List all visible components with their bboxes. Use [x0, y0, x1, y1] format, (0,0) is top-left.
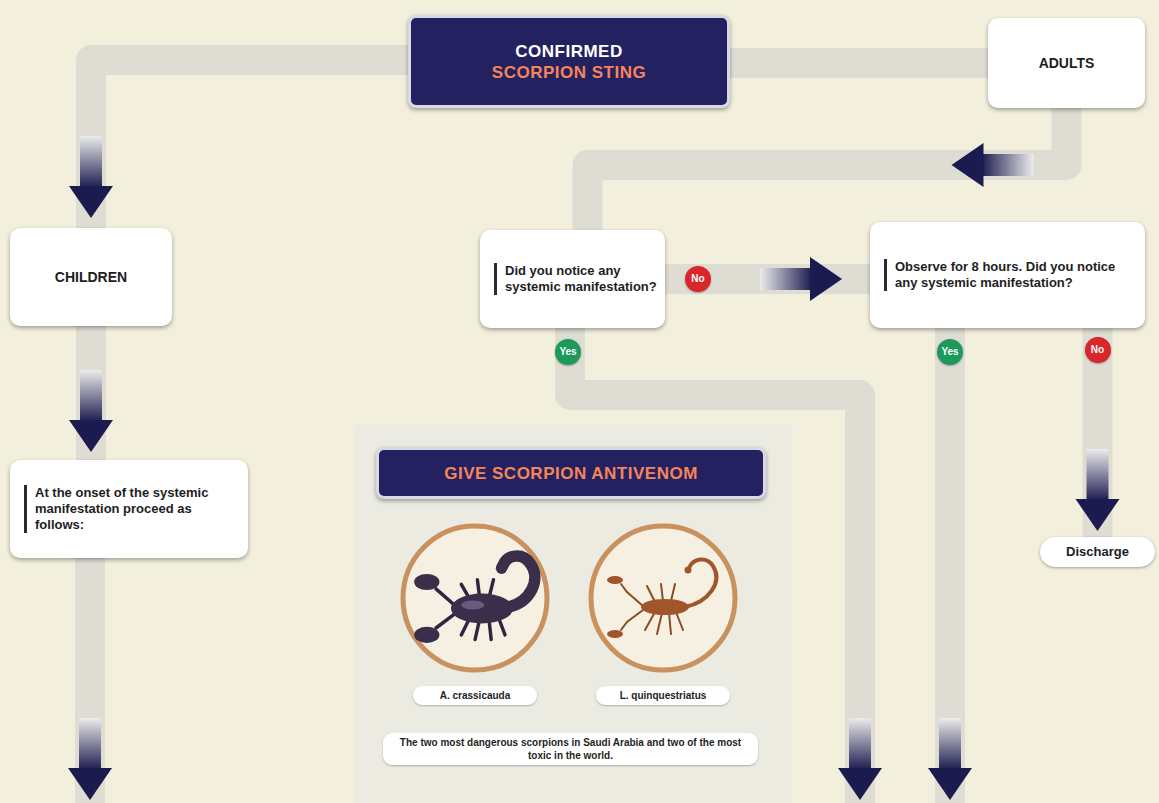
arrow-head: [1076, 449, 1120, 531]
flow-arrow: [928, 718, 972, 800]
flow-connector: [730, 63, 988, 64]
flow-connector: [69, 60, 408, 228]
action-box: GIVE SCORPION ANTIVENOM: [376, 447, 766, 499]
node-text: ADULTS: [988, 55, 1145, 72]
flow-connector: [665, 257, 870, 301]
node-text: CONFIRMED: [515, 41, 622, 62]
group-box: CHILDREN: [10, 228, 172, 326]
node-text: Did you notice any systemic manifestatio…: [494, 263, 657, 295]
decision-box: Observe for 8 hours. Did you notice any …: [870, 222, 1145, 328]
species-caption: L. quinquestriatus: [596, 686, 730, 705]
group-box: ADULTS: [988, 18, 1145, 108]
node-text: SCORPION STING: [492, 62, 646, 83]
species-caption: A. crassicauda: [413, 686, 537, 705]
flow-connector: [69, 326, 113, 460]
node-text: CHILDREN: [10, 269, 172, 286]
decision-box: Did you notice any systemic manifestatio…: [480, 230, 665, 328]
flow-connector: [1076, 328, 1120, 537]
scorpion-illustration: [414, 556, 535, 643]
arrow-head: [952, 143, 1034, 187]
yes-badge: Yes: [937, 339, 963, 365]
answer-badge: No: [1085, 337, 1111, 363]
arrow-head: [69, 136, 113, 218]
flow-arrow: [68, 718, 112, 800]
node-text: GIVE SCORPION ANTIVENOM: [444, 463, 698, 484]
instruction-box: At the onset of the systemic manifestati…: [10, 460, 248, 558]
arrow-head: [760, 257, 842, 301]
photo-frame: [591, 526, 735, 670]
flow-band: [90, 320, 950, 803]
yes-badge: Yes: [555, 339, 581, 365]
node-text: Observe for 8 hours. Did you notice any …: [884, 259, 1137, 291]
answer-badge: No: [685, 266, 711, 292]
flow-connector: [588, 108, 1067, 230]
photo-frame: [403, 526, 547, 670]
arrow-head: [69, 370, 113, 452]
start-box: CONFIRMEDSCORPION STING: [408, 15, 730, 108]
scorpion-illustration: [607, 559, 716, 638]
node-text: Discharge: [1066, 544, 1129, 560]
node-text: At the onset of the systemic manifestati…: [24, 485, 240, 533]
panel-note: The two most dangerous scorpions in Saud…: [383, 733, 758, 765]
end-box: Discharge: [1040, 537, 1155, 567]
flow-arrow: [838, 718, 882, 800]
antivenom-panel: [355, 425, 792, 803]
